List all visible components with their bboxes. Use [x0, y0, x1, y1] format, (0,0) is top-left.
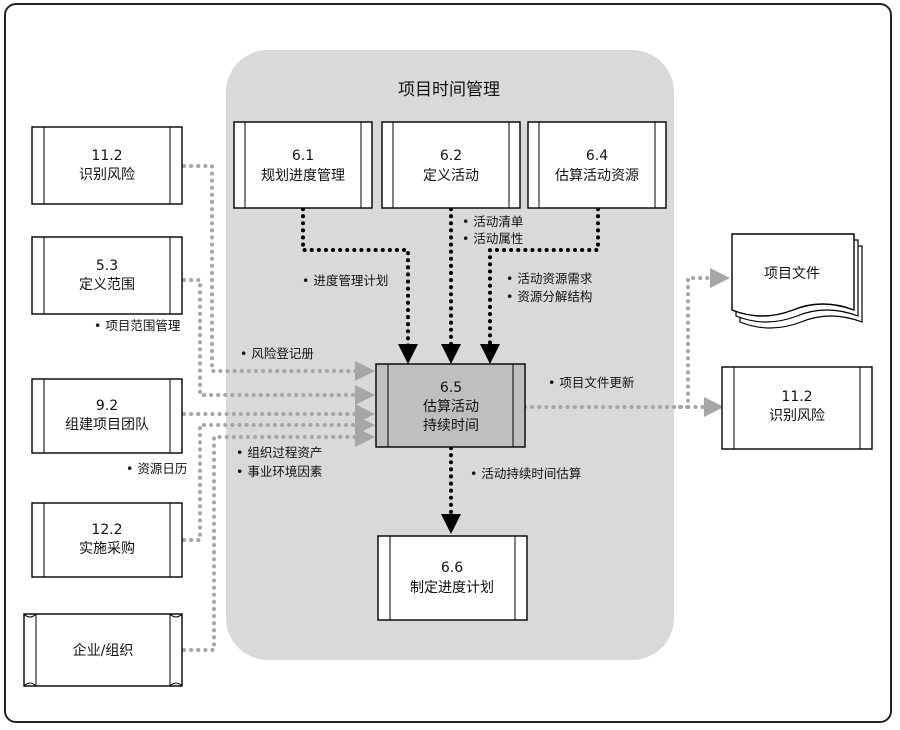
process-6-2-name: 定义活动	[423, 168, 479, 184]
external-scope-name: 定义范围	[79, 276, 135, 293]
process-6-4-number: 6.4	[586, 148, 608, 164]
connector-scope-to-6-5	[182, 278, 375, 405]
label-resource-breakdown: • 资源分解结构	[506, 289, 592, 304]
external-enterprise-name: 企业/组织	[73, 642, 134, 659]
label-scope-baseline: • 项目范围管理	[94, 318, 181, 333]
label-activity-list: • 活动清单	[462, 214, 523, 229]
external-risk-out-name: 识别风险	[769, 408, 825, 424]
process-6-1-number: 6.1	[292, 148, 314, 164]
label-resource-calendar: • 资源日历	[126, 461, 187, 476]
label-duration-estimates: • 活动持续时间估算	[470, 466, 581, 481]
diagram-frame	[4, 3, 892, 723]
external-11-2-risk-output: 11.2 识别风险	[721, 366, 873, 450]
external-team-name: 组建项目团队	[65, 417, 149, 433]
process-6-5: 6.5 估算活动 持续时间	[375, 363, 526, 448]
process-6-5-name-line1: 估算活动	[423, 399, 479, 415]
process-6-1: 6.1 规划进度管理	[233, 121, 373, 209]
external-11-2-risk-input: 11.2 识别风险	[31, 126, 183, 205]
label-doc-updates: • 项目文件更新	[548, 375, 634, 390]
external-12-2-procurement: 12.2 实施采购	[31, 502, 183, 578]
connector-6-5-to-docs	[678, 268, 730, 409]
external-5-3-scope: 5.3 定义范围	[31, 236, 183, 315]
external-risk-name: 识别风险	[79, 167, 135, 183]
label-risk-register: • 风险登记册	[240, 346, 314, 361]
process-6-5-name-line2: 持续时间	[423, 417, 479, 434]
external-9-2-team: 9.2 组建项目团队	[31, 378, 183, 454]
project-documents-name: 项目文件	[764, 266, 820, 282]
external-risk-out-number: 11.2	[781, 389, 812, 405]
external-enterprise: 企业/组织	[23, 613, 183, 687]
label-resource-requirements: • 活动资源需求	[506, 271, 593, 286]
external-risk-number: 11.2	[91, 148, 122, 164]
label-activity-attributes: • 活动属性	[462, 231, 523, 246]
label-org-process-assets: • 组织过程资产	[236, 445, 322, 460]
project-documents: 项目文件	[731, 233, 863, 329]
process-6-4-name: 估算活动资源	[555, 168, 639, 184]
process-6-5-number: 6.5	[440, 380, 462, 396]
panel-title: 项目时间管理	[398, 80, 500, 100]
external-team-number: 9.2	[96, 398, 118, 414]
external-scope-number: 5.3	[96, 258, 118, 274]
process-6-4: 6.4 估算活动资源	[527, 121, 667, 209]
connector-procure-to-6-5	[182, 415, 375, 542]
process-6-2-number: 6.2	[440, 148, 462, 164]
external-procure-number: 12.2	[91, 522, 122, 538]
connector-6-1-to-6-5	[301, 207, 418, 364]
external-procure-name: 实施采购	[79, 541, 135, 557]
label-schedule-plan: • 进度管理计划	[302, 273, 388, 288]
label-enterprise-env-factors: • 事业环境因素	[236, 464, 322, 479]
process-6-2: 6.2 定义活动	[381, 121, 521, 209]
process-6-6: 6.6 制定进度计划	[377, 535, 528, 621]
process-6-6-name: 制定进度计划	[410, 580, 494, 596]
process-6-1-name: 规划进度管理	[261, 168, 345, 184]
connector-enterprise-to-6-5	[182, 427, 375, 652]
connector-6-4-to-6-5	[480, 207, 600, 364]
process-6-6-number: 6.6	[441, 560, 463, 576]
connector-risk-to-6-5	[182, 164, 375, 381]
